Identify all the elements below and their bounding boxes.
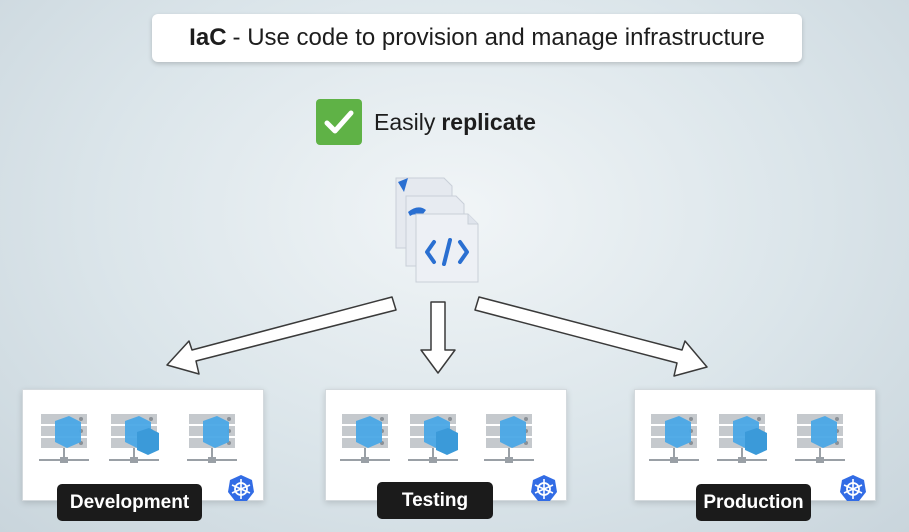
server-icon: [795, 414, 845, 463]
cube-icon: [745, 428, 767, 455]
cube-icon: [500, 416, 526, 448]
cube-icon: [356, 416, 382, 448]
cube-icon: [55, 416, 81, 448]
server-icon: [109, 414, 159, 463]
server-group: [39, 414, 237, 463]
cube-icon: [665, 416, 691, 448]
kubernetes-icon: [228, 475, 254, 501]
environment-label-development: Development: [57, 484, 202, 521]
environment-development: [22, 389, 264, 501]
cube-icon: [137, 428, 159, 455]
server-icon: [340, 414, 390, 463]
cube-icon: [811, 416, 837, 448]
server-group: [340, 414, 534, 463]
title-text: - Use code to provision and manage infra…: [232, 24, 765, 51]
code-file-icon: [395, 177, 479, 283]
check-icon: [316, 99, 362, 145]
server-icon: [717, 414, 767, 463]
feature-plain: Easily: [374, 108, 436, 135]
title-bold: IaC: [189, 24, 227, 51]
server-icon: [484, 414, 534, 463]
arrow-icon-right: [474, 296, 708, 377]
document-front: [415, 213, 479, 283]
cube-icon: [436, 428, 458, 455]
server-icon: [649, 414, 699, 463]
arrow-icon-left: [166, 296, 397, 375]
environment-label-production: Production: [696, 484, 811, 521]
server-icon: [408, 414, 458, 463]
kubernetes-icon: [531, 475, 557, 501]
arrow-icon-down: [420, 301, 456, 374]
cube-icon: [203, 416, 229, 448]
kubernetes-icon: [840, 475, 866, 501]
server-icon: [187, 414, 237, 463]
feature-bold: replicate: [441, 108, 536, 135]
title-banner: IaC - Use code to provision and manage i…: [152, 14, 802, 62]
environment-label-testing: Testing: [377, 482, 493, 519]
environment-production: [634, 389, 876, 501]
server-icon: [39, 414, 89, 463]
server-group: [649, 414, 845, 463]
